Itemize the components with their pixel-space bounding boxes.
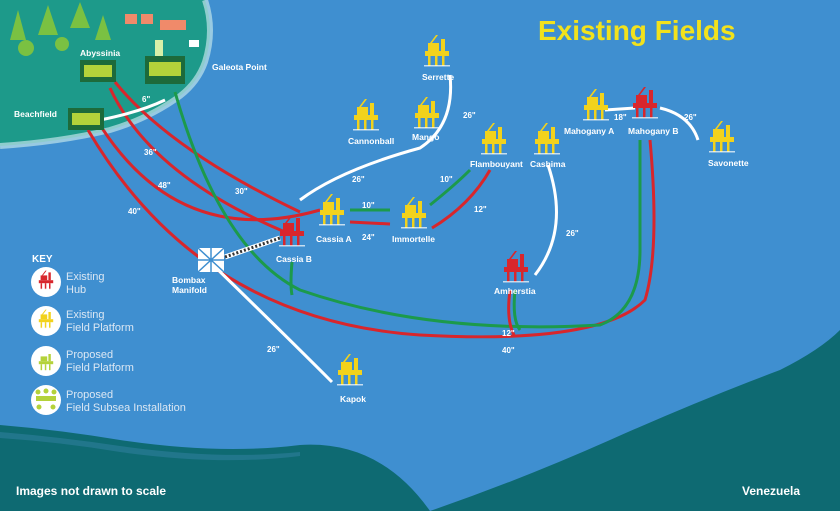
key-item-1-line1: Existing	[66, 271, 105, 283]
hub-amherstia-icon	[503, 251, 529, 283]
platform-immortelle-icon	[401, 197, 427, 229]
seafloor-sand	[0, 432, 300, 461]
seafloor-venezuela	[430, 330, 840, 511]
hub-mahogany-b-icon	[632, 87, 658, 119]
size-26-serrette: 26"	[463, 111, 476, 120]
onshore-buildings-icon	[125, 14, 186, 30]
map-title: Existing Fields	[538, 15, 736, 46]
platform-mahogany-a-icon	[583, 89, 609, 121]
scale-note: Images not drawn to scale	[16, 484, 166, 498]
size-10-cassia: 10"	[362, 201, 375, 210]
size-10-flamb: 10"	[440, 175, 453, 184]
size-26-cassia: 26"	[352, 175, 365, 184]
key-item-4-line2: Field Subsea Installation	[66, 402, 186, 414]
platform-savonette-icon	[709, 121, 735, 153]
key-subsea-icon	[35, 388, 57, 410]
pipeline-6	[99, 98, 166, 122]
beachfield-facility-icon	[68, 108, 104, 130]
key-item-3-line1: Proposed	[66, 349, 113, 361]
key-item-1-line2: Hub	[66, 284, 86, 296]
size-26-savonette: 26"	[684, 113, 697, 122]
key-proposed-platform-icon	[38, 354, 54, 371]
key-item-2-line2: Field Platform	[66, 322, 134, 334]
platform-cannonball-icon	[353, 99, 379, 131]
pipeline-30-abyssinia	[108, 87, 286, 234]
seafloor-left	[0, 425, 430, 511]
map-key: KEY Existing Hub Existing Field Platform…	[31, 254, 186, 415]
label-cashima: Cashima	[530, 159, 566, 169]
abyssinia-facility-icon	[80, 60, 116, 82]
label-abyssinia: Abyssinia	[80, 48, 120, 58]
size-26-cashima: 26"	[566, 229, 579, 238]
size-40-beach: 40"	[128, 207, 141, 216]
platform-kapok-icon	[337, 354, 363, 386]
key-item-2-line1: Existing	[66, 309, 105, 321]
label-cannonball: Cannonball	[348, 136, 394, 146]
size-36: 36"	[144, 148, 157, 157]
pipeline-10-flamb	[429, 168, 472, 207]
label-cassia-b: Cassia B	[276, 254, 312, 264]
label-flambouyant: Flambouyant	[470, 159, 523, 169]
label-mahogany-a: Mahogany A	[564, 126, 614, 136]
galeota-facility-icon	[145, 40, 199, 84]
pipeline-26-serrette	[299, 74, 453, 202]
cassia-bridge	[224, 235, 281, 260]
label-bombax-line2: Manifold	[172, 285, 207, 295]
key-item-3-line2: Field Platform	[66, 362, 134, 374]
platform-mango-icon	[414, 97, 440, 129]
size-48: 48"	[158, 181, 171, 190]
pipeline-26-savonette	[659, 106, 700, 141]
label-galeota: Galeota Point	[212, 62, 267, 72]
size-12-imm: 12"	[474, 205, 487, 214]
label-venezuela: Venezuela	[742, 484, 800, 498]
pipeline-green-trunk	[173, 91, 642, 329]
size-12-bottom: 12"	[502, 329, 515, 338]
pipeline-12-imm	[431, 169, 492, 230]
size-18: 18"	[614, 113, 627, 122]
label-mango: Mango	[412, 132, 439, 142]
key-item-4-line1: Proposed	[66, 389, 113, 401]
pipeline-40-trunk	[86, 129, 656, 339]
pipeline-48-beachfield	[98, 124, 321, 222]
pipeline-26-cashima	[533, 164, 558, 276]
palm-trees-icon	[10, 2, 111, 56]
size-6: 6"	[142, 95, 150, 104]
size-30: 30"	[235, 187, 248, 196]
label-beachfield: Beachfield	[14, 109, 57, 119]
label-amherstia: Amherstia	[494, 286, 536, 296]
label-immortelle: Immortelle	[392, 234, 435, 244]
size-24-cassia: 24"	[362, 233, 375, 242]
pipeline-24-cassia	[349, 220, 391, 226]
platform-flambouyant-icon	[481, 123, 507, 155]
label-mahogany-b: Mahogany B	[628, 126, 679, 136]
pipeline-36-abyssinia	[113, 81, 301, 214]
platform-serrette-icon	[424, 35, 450, 67]
pipeline-12-amherstia	[512, 289, 522, 331]
size-26-kapok: 26"	[267, 345, 280, 354]
key-heading: KEY	[32, 254, 53, 265]
pipeline-12-amherstia-red	[507, 289, 516, 336]
pipeline-green-cassiab	[289, 261, 294, 296]
platform-cashima-icon	[534, 123, 560, 155]
label-serrette: Serrette	[422, 72, 454, 82]
size-40-bottom: 40"	[502, 346, 515, 355]
label-bombax-line1: Bombax	[172, 275, 206, 285]
label-bombax: Bombax Manifold	[172, 275, 208, 295]
label-savonette: Savonette	[708, 158, 749, 168]
bombax-manifold-icon	[197, 247, 225, 273]
label-cassia-a: Cassia A	[316, 234, 352, 244]
pipeline-18	[604, 106, 636, 112]
pipeline-26-kapok	[208, 260, 334, 384]
label-kapok: Kapok	[340, 394, 366, 404]
platform-cassia-a-icon	[319, 194, 345, 226]
